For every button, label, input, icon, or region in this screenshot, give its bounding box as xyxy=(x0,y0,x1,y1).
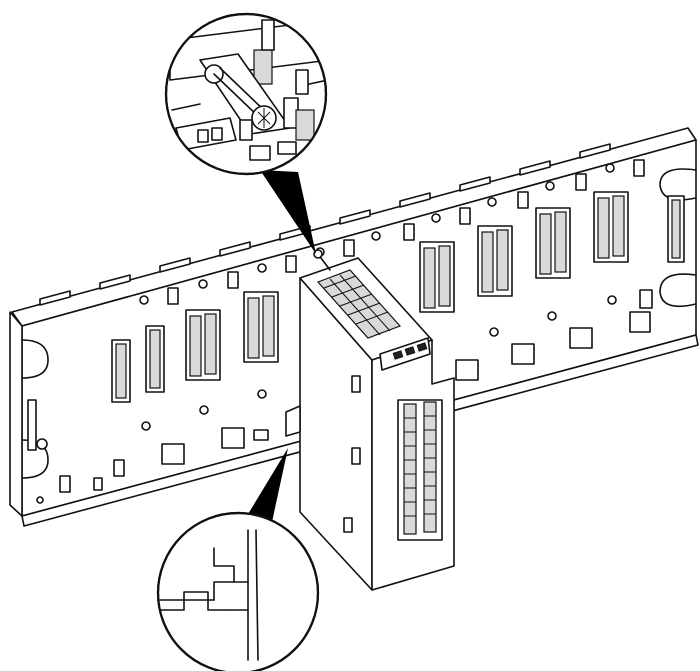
bottom-callout-pointer xyxy=(236,448,288,534)
rack-connectors xyxy=(111,191,629,403)
module-screw xyxy=(313,249,323,259)
screw-detail-zoom xyxy=(164,12,328,176)
rack-top-tabs xyxy=(39,143,611,306)
io-module xyxy=(285,257,455,591)
top-callout-pointer xyxy=(260,170,316,254)
rack-upper-slots xyxy=(167,159,645,305)
rack-lower-cutouts xyxy=(59,289,653,493)
hook-detail-zoom xyxy=(156,511,320,671)
module-top-vents xyxy=(316,269,402,339)
module-terminal-block xyxy=(397,399,443,541)
rack-screw-holes xyxy=(139,163,617,431)
